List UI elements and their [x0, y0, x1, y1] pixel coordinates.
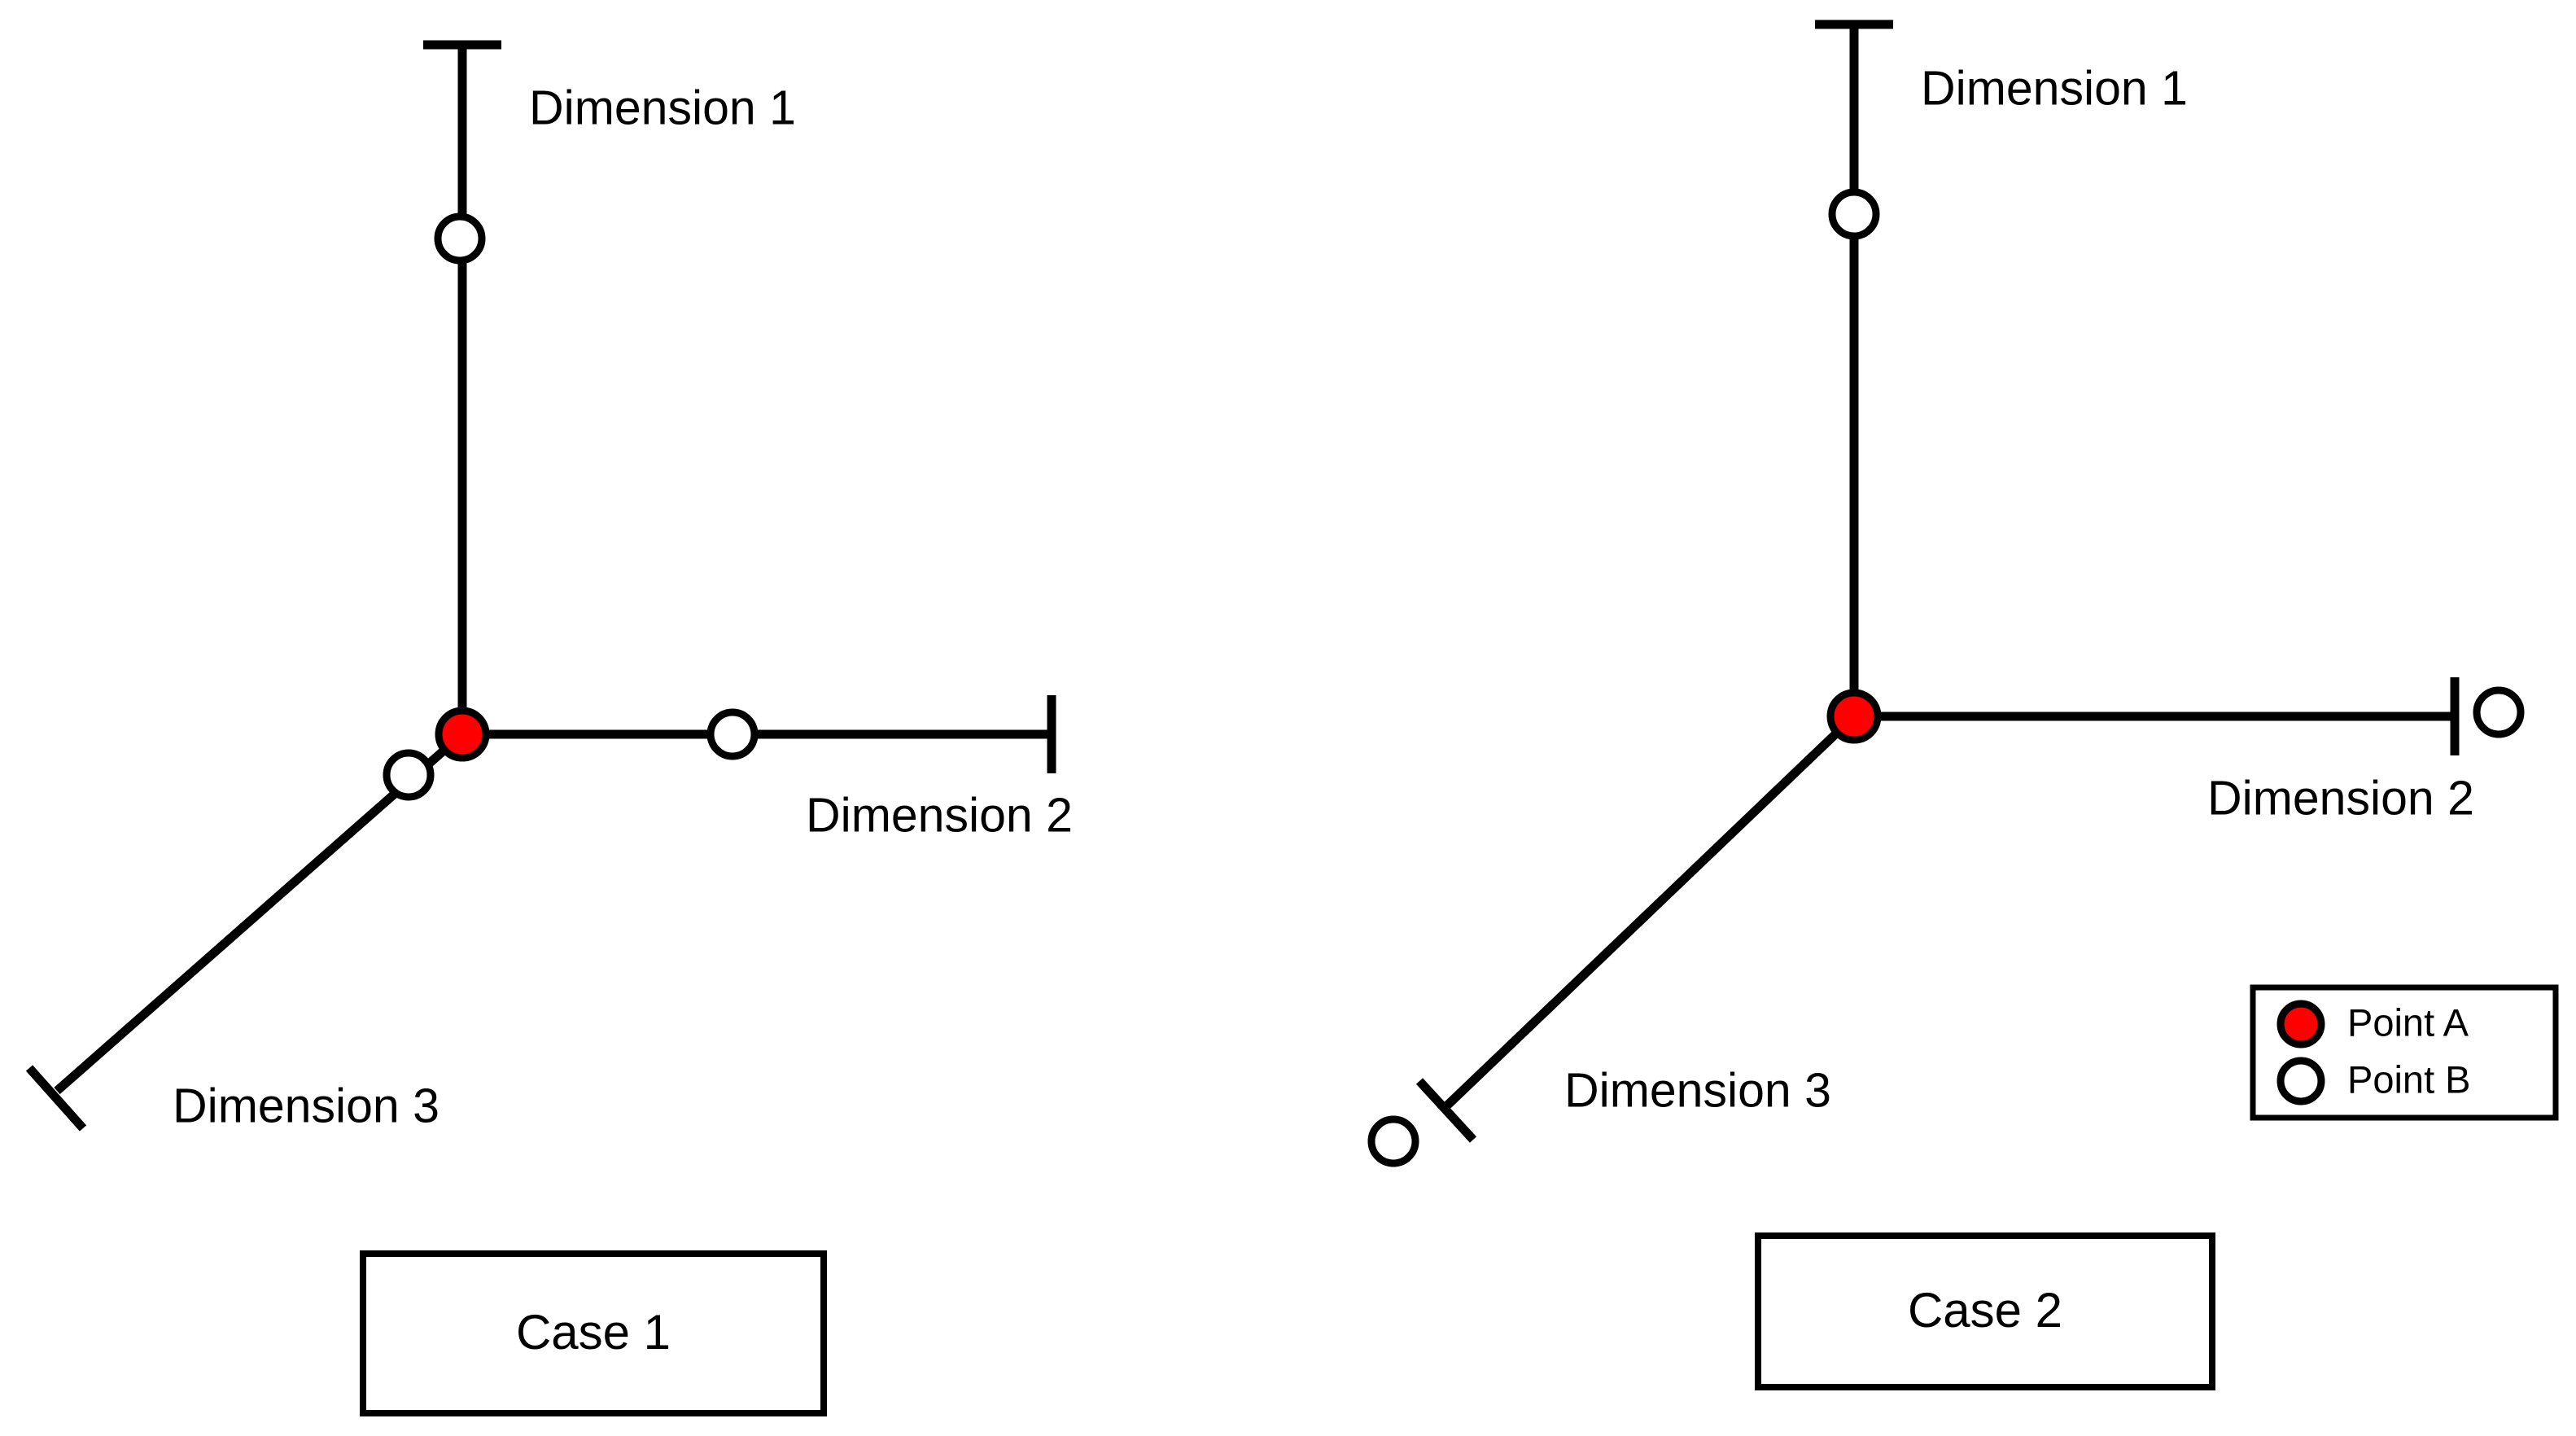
case-2-dimension-3-axis-line: [1444, 713, 1857, 1109]
case-1-point-a-origin: [435, 707, 490, 762]
case-1-point-b-dimension-1: [434, 212, 486, 265]
case-2-caption-box: [1755, 1232, 2215, 1390]
case-2-dimension-3-axis-cap: [1415, 1078, 1477, 1143]
case-2-dimension-3-label: Dimension 3: [1564, 1064, 1831, 1118]
legend-point-a-label: Point A: [2347, 1000, 2469, 1044]
case-1-dimension-3-label: Dimension 3: [173, 1079, 440, 1133]
case-1-dimension-3-axis-cap: [25, 1065, 87, 1132]
case-1-panel: Dimension 1 Dimension 2 Dimension 3 Case…: [25, 40, 1073, 1416]
case-2-point-b-dimension-3: [1367, 1115, 1419, 1167]
case-1-point-b-dimension-3: [383, 749, 435, 801]
case-2-dimension-3-axis: [1415, 713, 1857, 1143]
case-2-point-a-origin: [1826, 689, 1882, 744]
case-2-dimension-1-axis: [1815, 20, 1893, 716]
case-2-point-b-dimension-1: [1828, 188, 1880, 240]
legend-point-a-swatch-icon: [2276, 1000, 2325, 1049]
legend: Point A Point B: [2250, 984, 2559, 1121]
case-2-dimension-1-label: Dimension 1: [1921, 62, 2188, 116]
case-2-dimension-2-label: Dimension 2: [2207, 772, 2474, 825]
case-1-dimension-1-axis: [423, 40, 501, 734]
case-1-caption-label: Case 1: [516, 1305, 671, 1359]
legend-point-b-label: Point B: [2347, 1057, 2471, 1101]
case-2-point-b-dimension-2: [2473, 686, 2525, 738]
case-1-caption-box: [360, 1250, 827, 1416]
case-1-dimension-2-label: Dimension 2: [806, 789, 1073, 843]
case-2-dimension-2-axis: [1854, 677, 2460, 755]
legend-point-b-swatch-icon: [2276, 1057, 2325, 1105]
case-2-panel: Dimension 1 Dimension 2 Dimension 3 Case…: [1367, 20, 2525, 1390]
case-1-point-b-dimension-2: [706, 708, 759, 760]
case-1-dimension-1-label: Dimension 1: [529, 81, 796, 135]
case-2-caption-label: Case 2: [1908, 1283, 2062, 1337]
